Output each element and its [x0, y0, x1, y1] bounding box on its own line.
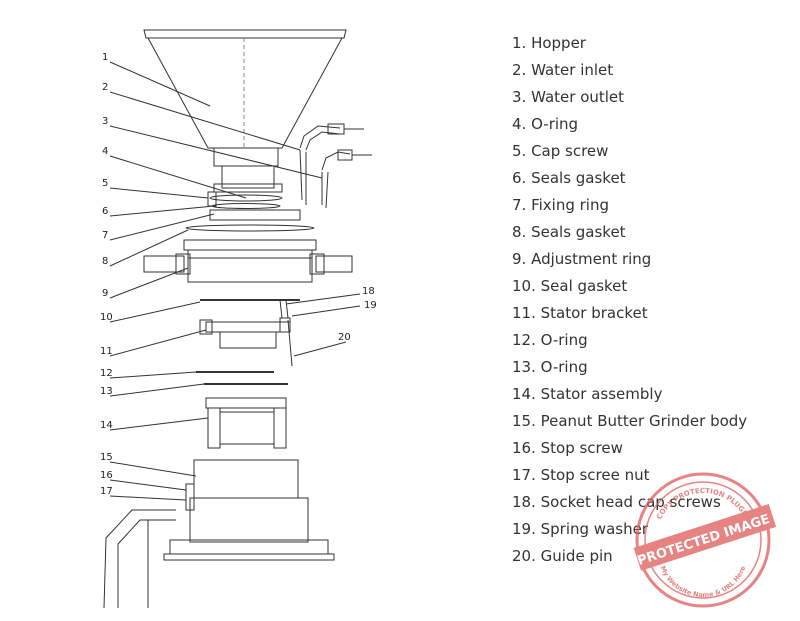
water-pipes: [299, 123, 372, 209]
hopper-part: [143, 29, 347, 167]
callout-4: 4: [102, 146, 108, 157]
callout-leaders: [109, 61, 361, 501]
legend-item: 19. Spring washer: [512, 520, 648, 538]
callout-10: 10: [100, 312, 113, 323]
legend-item: 5. Cap screw: [512, 142, 609, 160]
callout-9: 9: [102, 288, 108, 299]
legend-item: 13. O-ring: [512, 358, 588, 376]
callout-17: 17: [100, 486, 113, 497]
legend-item: 1. Hopper: [512, 34, 586, 52]
legend-item: 4. O-ring: [512, 115, 579, 133]
legend-item: 18. Socket head cap screws: [512, 493, 721, 511]
callout-5: 5: [102, 178, 108, 189]
callout-14: 14: [100, 420, 113, 431]
legend-item: 16. Stop screw: [512, 439, 623, 457]
callout-15: 15: [100, 452, 113, 463]
callout-11: 11: [100, 346, 113, 357]
stator-bracket-part: [199, 299, 293, 367]
neck-ring: [213, 165, 283, 193]
legend-item: 10. Seal gasket: [512, 277, 628, 295]
exploded-diagram: 1 2 3 4 5 6 7 8 9 10 11 12 13 14 15 16 1…: [100, 29, 377, 609]
legend-item: 3. Water outlet: [512, 88, 625, 106]
o-ring-part: [209, 194, 283, 202]
callout-3: 3: [102, 116, 108, 127]
watermark-main-text: PROTECTED IMAGE: [636, 512, 772, 569]
legend-item: 6. Seals gasket: [512, 169, 626, 187]
callout-2: 2: [102, 82, 108, 93]
legend-item: 15. Peanut Butter Grinder body: [512, 412, 748, 430]
legend-item: 2. Water inlet: [512, 61, 614, 79]
callout-16: 16: [100, 470, 113, 481]
svg-text:My Website Name & URL Here: My Website Name & URL Here: [659, 564, 748, 599]
callout-20: 20: [338, 332, 351, 343]
adjustment-ring-part: [143, 239, 353, 283]
callout-6: 6: [102, 206, 108, 217]
callout-18: 18: [362, 286, 375, 297]
watermark-bottom-text: My Website Name & URL Here: [659, 564, 748, 599]
legend-item: 20. Guide pin: [512, 547, 613, 565]
legend-item: 14. Stator assembly: [512, 385, 663, 403]
fixing-ring-part: [209, 209, 301, 221]
watermark-banner: [633, 504, 777, 571]
grinder-body-part: [103, 459, 335, 609]
legend-item: 9. Adjustment ring: [512, 250, 652, 268]
callout-8: 8: [102, 256, 108, 267]
callout-7: 7: [102, 230, 108, 241]
callout-1: 1: [102, 52, 108, 63]
legend-item: 8. Seals gasket: [512, 223, 626, 241]
legend-item: 17. Stop scree nut: [512, 466, 650, 484]
callout-19: 19: [364, 300, 377, 311]
protected-image-watermark: PROTECTED IMAGE COPY PROTECTION PLUGIN M…: [633, 472, 777, 608]
legend-item: 7. Fixing ring: [512, 196, 609, 214]
callout-12: 12: [100, 368, 113, 379]
stator-assembly-part: [205, 397, 287, 449]
parts-legend: 1. Hopper 2. Water inlet 3. Water outlet…: [512, 30, 747, 570]
callout-13: 13: [100, 386, 113, 397]
legend-item: 12. O-ring: [512, 331, 588, 349]
legend-item: 11. Stator bracket: [512, 304, 648, 322]
